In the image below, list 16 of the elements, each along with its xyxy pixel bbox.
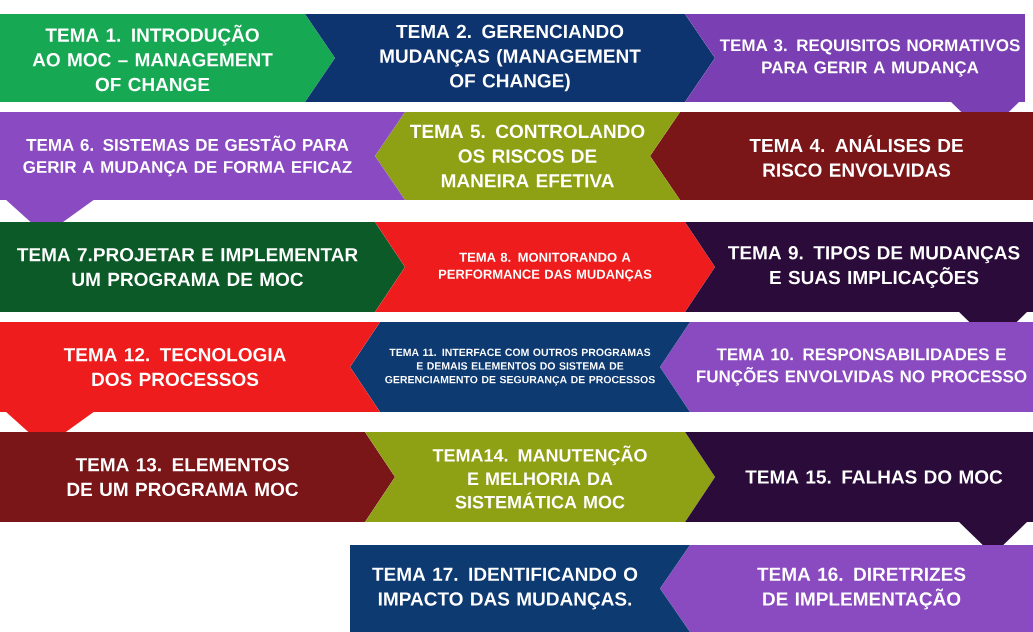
chevron-box: TEMA 17. IDENTIFICANDO O IMPACTO DAS MUDANÇAS.	[350, 545, 690, 632]
chevron-box: TEMA 6. SISTEMAS DE GESTÃO PARA GERIR A MUDANÇA DE FORMA EFICAZ	[0, 112, 405, 235]
chevron-box: TEMA 11. INTERFACE COM OUTROS PROGRAMAS E DEMAIS ELEMENTOS DO SISTEMA DE GERENCIAMENTO DE SEGURANÇA DE PROCESSOS	[350, 322, 690, 412]
chevron-box: TEMA 3. REQUISITOS NORMATIVOS PARA GERIR A MUDANÇA	[685, 14, 1025, 135]
chevron-box: TEMA 9. TIPOS DE MUDANÇAS E SUAS IMPLICAÇÕES	[685, 222, 1033, 345]
chevron-box: TEMA 7.PROJETAR E IMPLEMENTAR UM PROGRAMA DE MOC	[0, 222, 405, 312]
chevron-box: TEMA 16. DIRETRIZES DE IMPLEMENTAÇÃO	[660, 545, 1033, 632]
chevron-box: TEMA 12. TECNOLOGIA DOS PROCESSOS	[0, 322, 380, 447]
chevron-box: TEMA 1. INTRODUÇÃO AO MOC – MANAGEMENT OF CHANGE	[0, 14, 335, 102]
chevron-box: TEMA 2. GERENCIANDO MUDANÇAS (MANAGEMENT OF CHANGE)	[305, 14, 715, 102]
chevron-box: TEMA 13. ELEMENTOS DE UM PROGRAMA MOC	[0, 432, 395, 522]
chevron-box: TEMA 4. ANÁLISES DE RISCO ENVOLVIDAS	[650, 112, 1033, 200]
chevron-box: TEMA 8. MONITORANDO A PERFORMANCE DAS MUDANÇAS	[375, 222, 715, 312]
chevron-box: TEMA 10. RESPONSABILIDADES E FUNÇÕES ENVOLVIDAS NO PROCESSO	[660, 322, 1033, 412]
chevron-box: TEMA 15. FALHAS DO MOC	[685, 432, 1033, 555]
chevron-box: TEMA14. MANUTENÇÃO E MELHORIA DA SISTEMÁTICA MOC	[365, 432, 715, 522]
